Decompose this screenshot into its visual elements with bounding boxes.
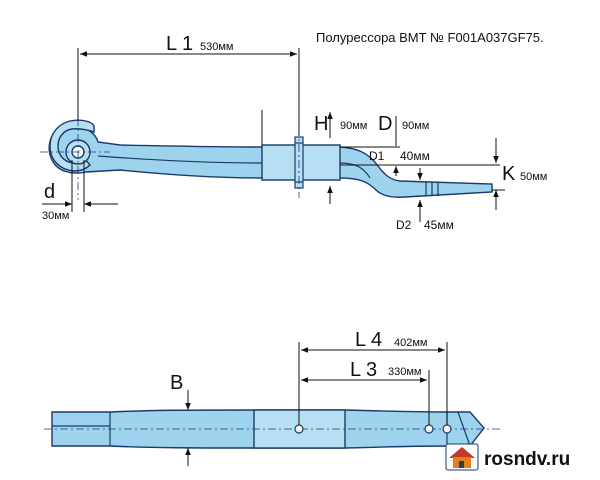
dim-D1-label: D1: [369, 149, 385, 163]
dim-d-label: d: [44, 181, 55, 203]
dim-H-value: 90мм: [340, 120, 367, 132]
dim-B-label: B: [170, 372, 183, 394]
dim-D2-value: 45мм: [424, 218, 454, 232]
dim-L3: L 3 330мм: [301, 359, 430, 425]
house-icon: [445, 443, 479, 471]
dim-L1-value: 530мм: [200, 41, 233, 53]
dim-d: d 30мм: [42, 160, 118, 222]
dim-d-value: 30мм: [42, 210, 69, 222]
watermark: rosndv.ru: [445, 443, 570, 471]
dim-L1-label: L 1: [166, 33, 193, 55]
dim-L4: L 4 402мм: [298, 329, 448, 425]
plan-center-hole: [294, 424, 304, 434]
dim-D1: D1 40мм: [369, 149, 430, 176]
dim-D-value: 90мм: [402, 120, 429, 132]
dim-K-value: 50мм: [520, 171, 547, 183]
dim-K-label: K: [502, 163, 516, 185]
dim-K: K 50мм: [492, 138, 547, 210]
dim-H: H 90мм: [261, 110, 367, 204]
watermark-text: rosndv.ru: [484, 449, 570, 470]
side-view: [40, 118, 493, 200]
dim-L3-label: L 3: [350, 359, 377, 381]
dim-L1: L 1 530мм: [77, 33, 300, 136]
dim-D2: D2 45мм: [396, 168, 454, 232]
dim-L4-value: 402мм: [394, 337, 427, 349]
dim-D2-label: D2: [396, 218, 412, 232]
drawing-title: Полурессора BMT № F001A037GF75.: [316, 30, 544, 45]
dim-H-label: H: [314, 113, 328, 135]
dim-B: B: [170, 372, 191, 466]
dim-D1-value: 40мм: [400, 149, 430, 163]
dim-L3-value: 330мм: [388, 366, 421, 378]
plan-view: [44, 409, 500, 449]
dim-D-label: D: [378, 113, 392, 135]
plan-hole-L4: [442, 424, 452, 434]
plan-hole-L3: [424, 424, 434, 434]
dim-D: D 90мм: [340, 113, 500, 166]
dim-L4-label: L 4: [355, 329, 382, 351]
